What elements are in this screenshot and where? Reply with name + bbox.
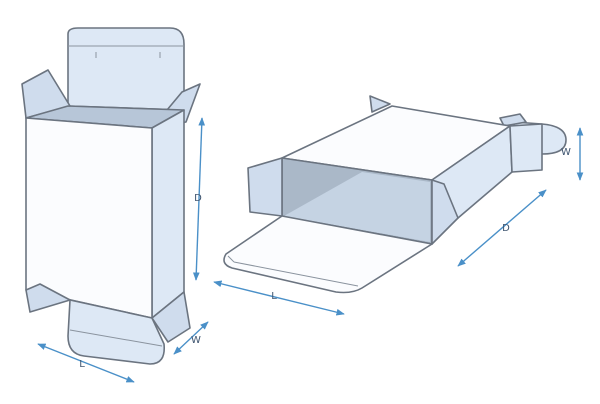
right-depth-label: D [502, 223, 510, 234]
right-width-label: W [561, 147, 571, 158]
right-box-top-dust-flap [369, 95, 391, 113]
left-box-side-face [151, 109, 185, 319]
right-length-dimension: L [213, 280, 345, 316]
right-lying-box [223, 95, 567, 294]
right-width-dimension: W [561, 127, 584, 181]
left-width-label: W [191, 335, 201, 346]
left-length-dimension: L [37, 343, 135, 383]
right-box-end-face [509, 123, 543, 173]
left-width-dimension: W [173, 321, 209, 355]
right-length-label: L [271, 291, 277, 302]
right-depth-dimension: D [457, 189, 547, 267]
right-box-inner-bottom [284, 172, 430, 242]
left-depth-dimension: D [192, 117, 206, 281]
left-length-label: L [79, 359, 85, 370]
right-front-left-dust-flap [247, 157, 283, 217]
left-upright-box [21, 27, 201, 365]
left-depth-label: D [194, 193, 202, 204]
left-top-tuck-flap [67, 27, 185, 111]
right-back-dust-flap [499, 113, 527, 127]
